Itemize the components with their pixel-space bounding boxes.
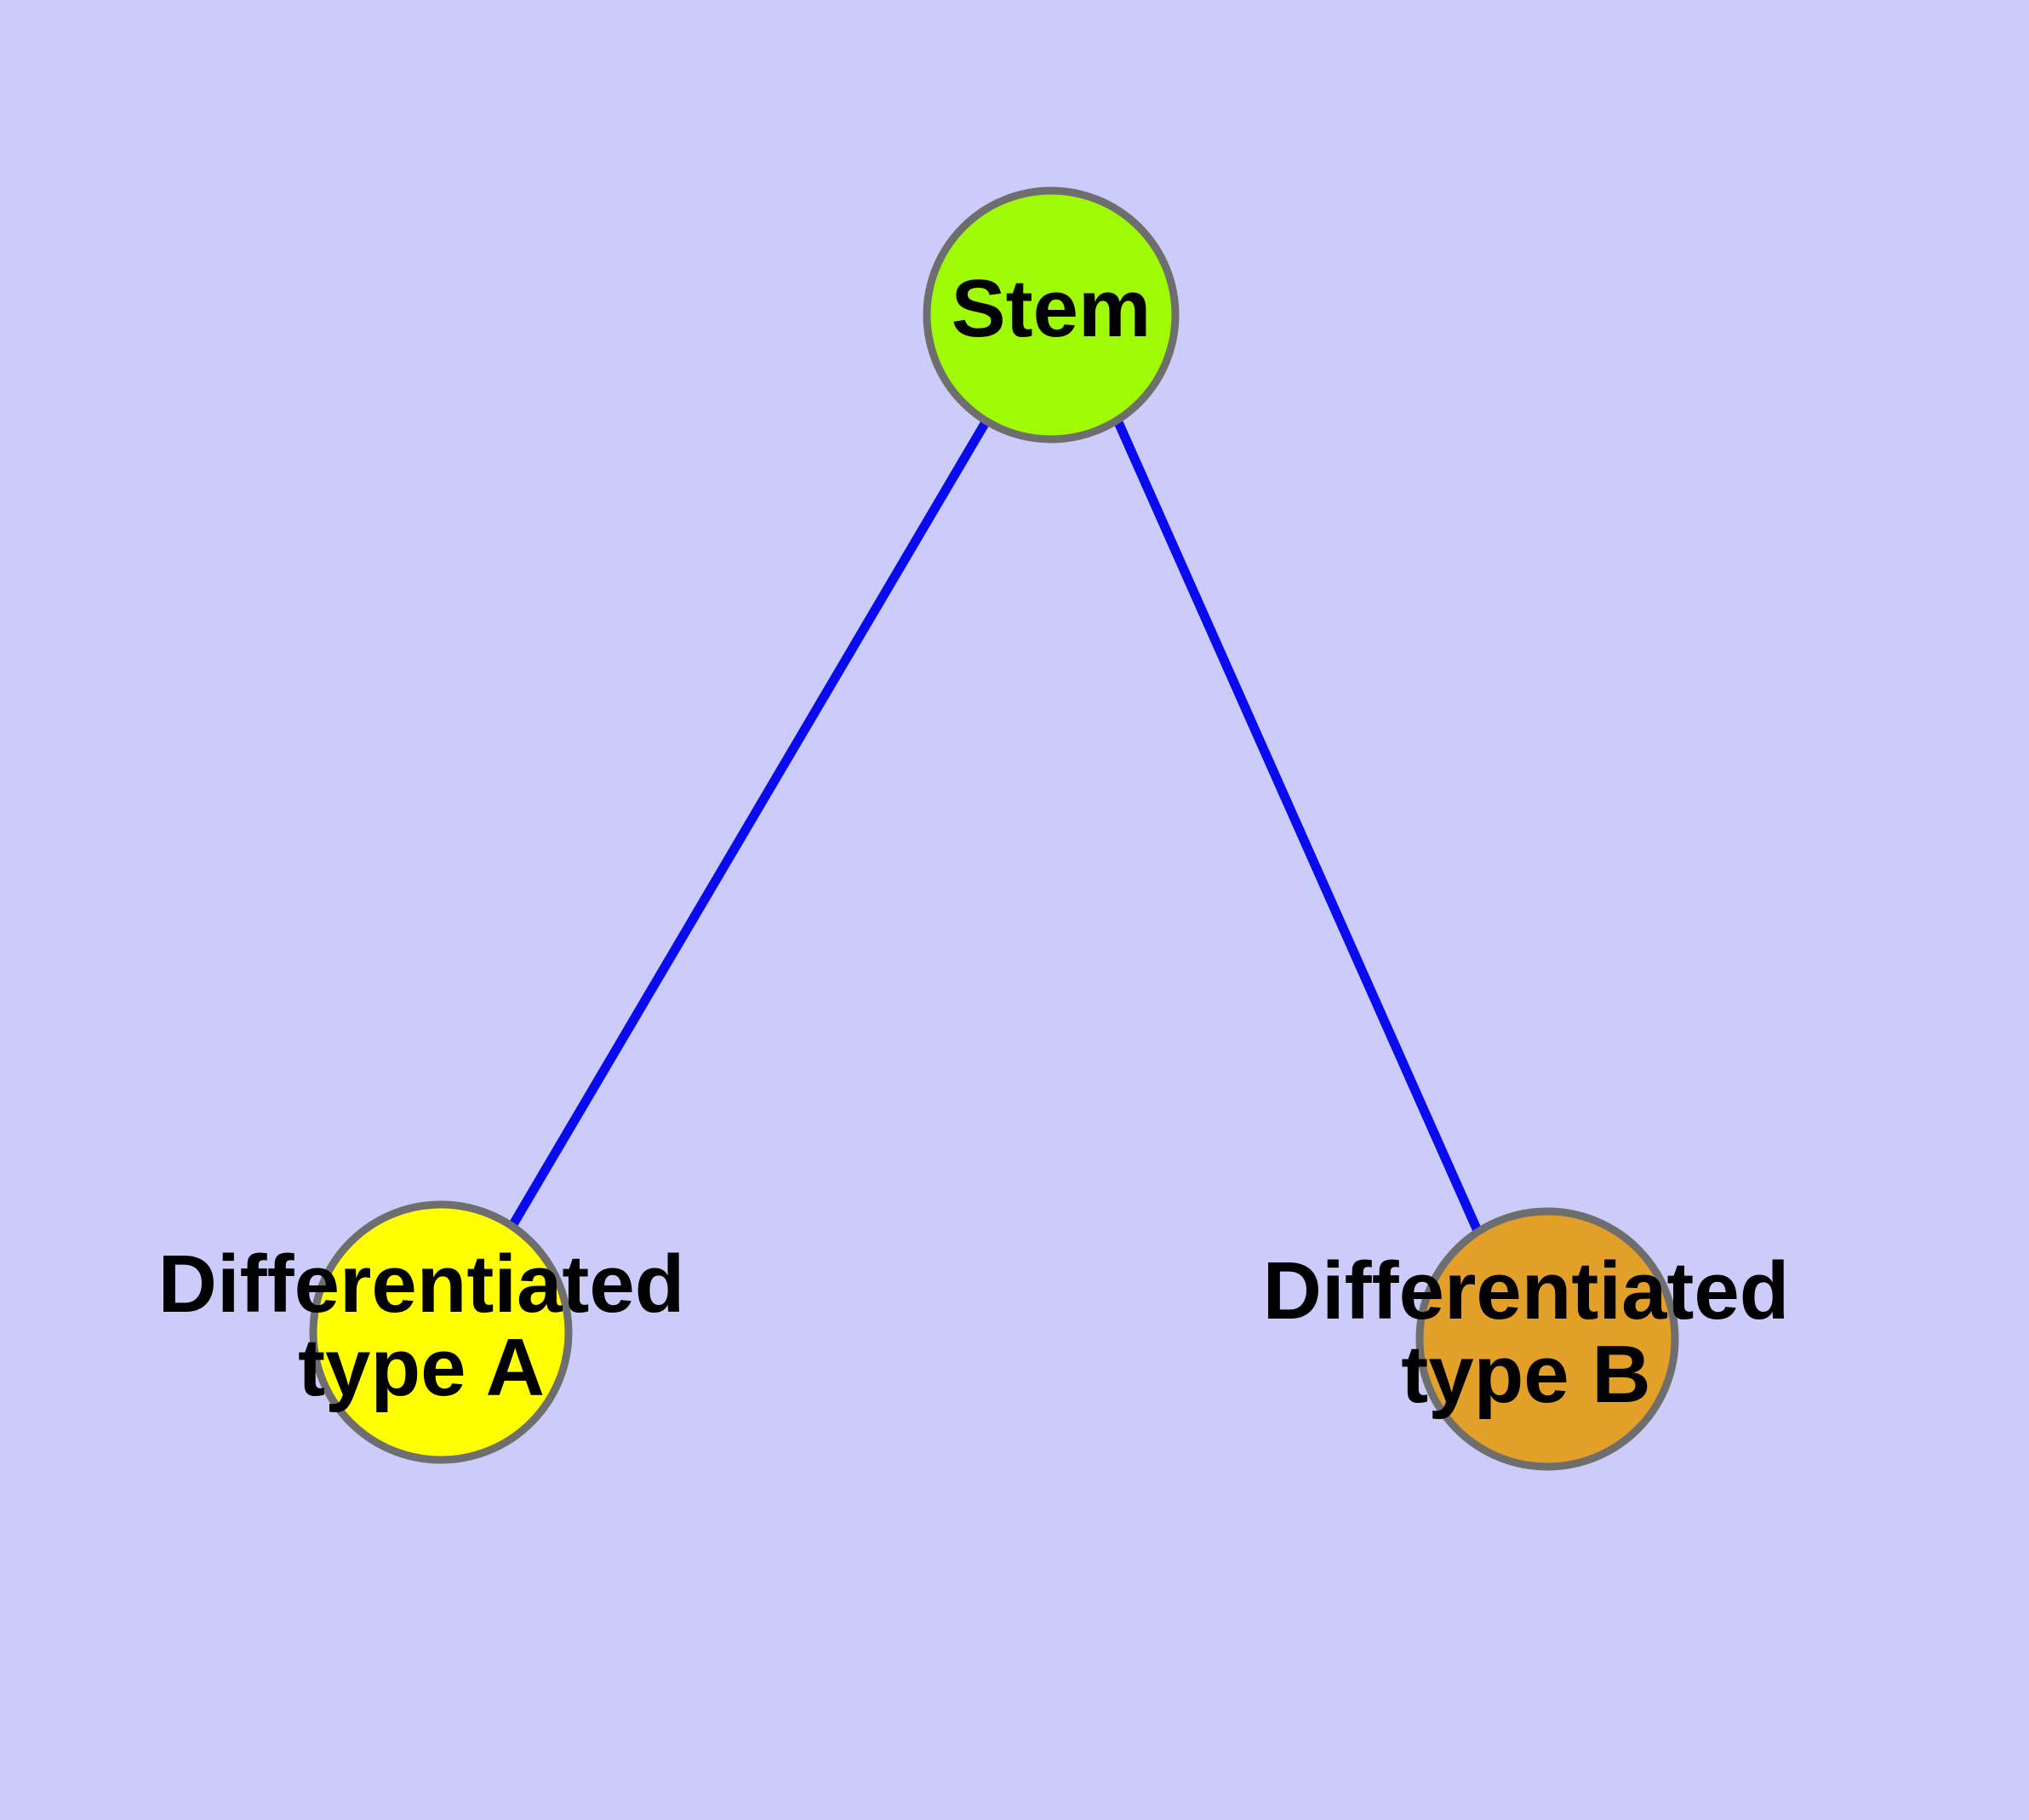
node-label-line: Differentiated <box>158 1239 685 1330</box>
node-label-stem: Stem <box>952 263 1152 354</box>
graph-edge-stem-to-diff-a <box>508 420 990 1228</box>
graph-node-diff-b[interactable] <box>1415 1207 1679 1471</box>
edges-group <box>508 420 1483 1235</box>
node-label-line: Stem <box>952 263 1152 354</box>
nodes-group <box>309 186 1679 1471</box>
node-label-line: type A <box>298 1322 545 1413</box>
node-label-line: type B <box>1401 1329 1650 1420</box>
graph-edge-stem-to-diff-b <box>1113 420 1483 1235</box>
graph-node-diff-a[interactable] <box>309 1200 573 1464</box>
node-label-line: Differentiated <box>1263 1245 1790 1336</box>
graph-node-stem[interactable] <box>923 186 1180 444</box>
